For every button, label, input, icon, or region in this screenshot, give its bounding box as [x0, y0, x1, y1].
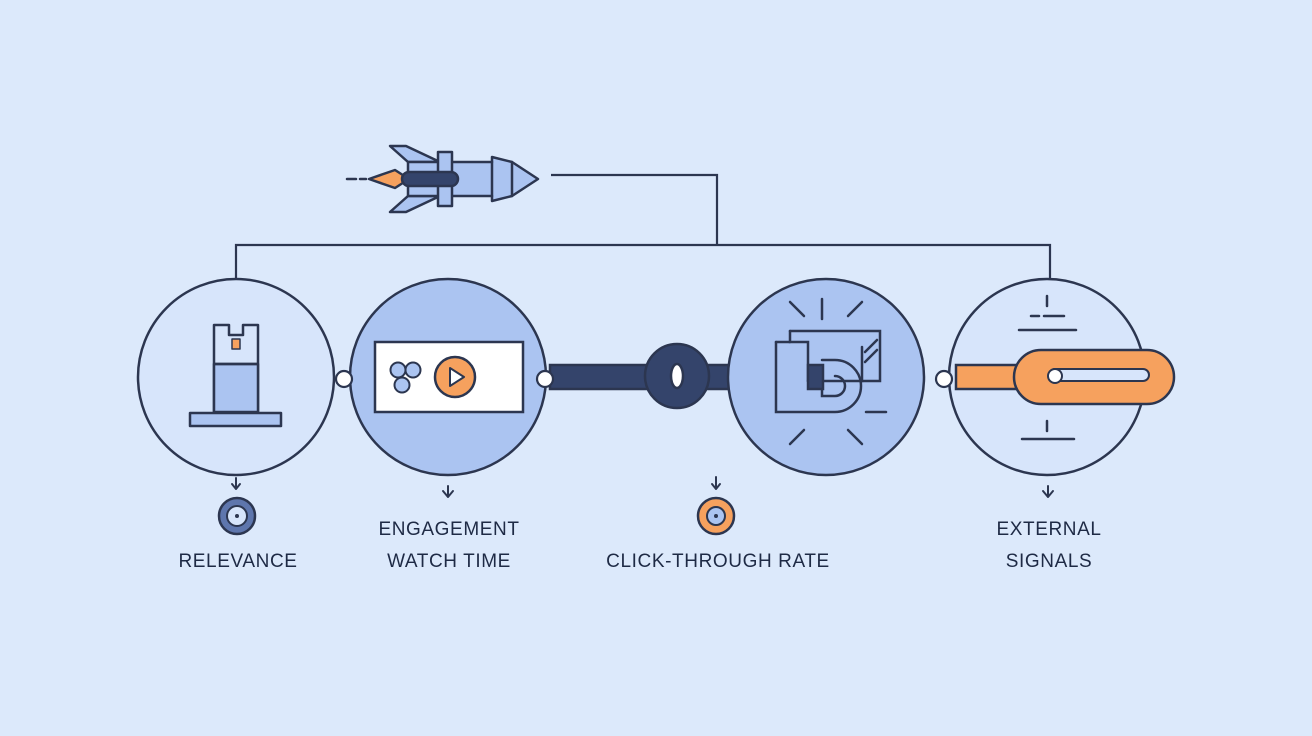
label-relevance-line1: RELEVANCE — [178, 551, 298, 572]
target-marker-relevance — [217, 496, 257, 536]
label-engagement: ENGAGEMENT WATCH TIME — [378, 514, 519, 578]
label-relevance: RELEVANCE — [178, 546, 297, 578]
down-arrow-icons — [231, 476, 1054, 498]
label-external-line2: SIGNALS — [1005, 551, 1093, 572]
label-engagement-line2: WATCH TIME — [387, 551, 511, 572]
bar-end-cap — [806, 363, 825, 391]
label-ctr-line1: CLICK-THROUGH RATE — [606, 551, 830, 572]
pedestal-icon — [188, 323, 283, 428]
tree-connector — [234, 173, 1052, 280]
junction-dots — [334, 369, 954, 389]
magnet-link-icon — [774, 297, 888, 446]
chain-link-icon — [954, 294, 1176, 441]
video-player-icon — [373, 340, 525, 414]
label-external-line1: EXTERNAL — [996, 519, 1102, 540]
target-marker-ctr — [696, 496, 736, 536]
label-engagement-line1: ENGAGEMENT — [378, 519, 520, 540]
label-ctr: CLICK-THROUGH RATE — [606, 546, 830, 578]
label-external: EXTERNAL SIGNALS — [996, 514, 1101, 578]
rocket-icon — [345, 144, 540, 214]
stage-circle-ctr — [726, 277, 926, 477]
